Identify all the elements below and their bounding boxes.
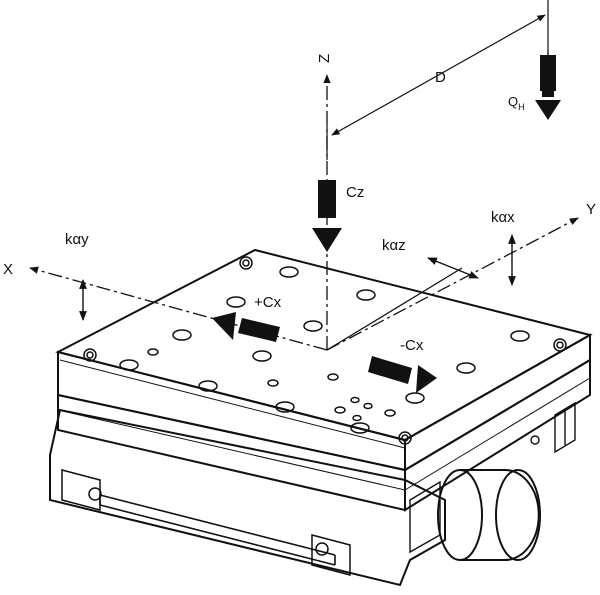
k-alpha-y-label: kαy	[65, 231, 89, 248]
mounting-holes	[83, 256, 567, 445]
plus-cx-label: +Cx	[254, 294, 282, 311]
labels: Z X Y D QH Cz +Cx -Cx kαx kαy kαz	[3, 54, 596, 354]
top-plate-right	[404, 333, 591, 472]
cz-label: Cz	[346, 184, 364, 201]
x-axis-line	[29, 266, 328, 351]
base-rail	[49, 408, 446, 587]
force-arrow-icon	[312, 180, 342, 252]
axes	[29, 0, 579, 351]
load-label: QH	[508, 94, 525, 112]
small-screw-icon	[530, 435, 540, 445]
y-axis-line	[326, 217, 579, 351]
stage-body	[49, 248, 593, 587]
k-alpha-x-label: kαx	[491, 209, 515, 226]
moment-markers	[79, 234, 516, 321]
knob-icon	[437, 469, 541, 561]
force-arrows	[212, 50, 561, 393]
mounting-hole-icon	[398, 431, 412, 445]
force-arrow-icon	[212, 312, 280, 342]
z-axis-label: Z	[316, 54, 333, 63]
distance-label: D	[435, 69, 446, 86]
minus-cx-label: -Cx	[400, 337, 424, 354]
base-slot	[99, 494, 336, 566]
mounting-hole-icon	[556, 341, 564, 349]
load-arrow-icon	[535, 50, 561, 120]
top-plate-front	[57, 350, 406, 472]
mounting-hole-icon	[86, 351, 94, 359]
mounting-hole-icon	[401, 434, 409, 442]
base-screw-left	[88, 487, 102, 501]
base-screw-right	[315, 542, 329, 556]
y-axis-label: Y	[586, 201, 596, 218]
base-end-right	[311, 534, 351, 576]
carriage-right	[404, 358, 591, 512]
k-alpha-z-label: kαz	[382, 237, 406, 254]
mounting-hole-icon	[239, 256, 253, 270]
carriage-front	[57, 393, 406, 512]
distance-dimension	[331, 14, 546, 136]
mounting-hole-icon	[242, 259, 250, 267]
mounting-hole-icon	[553, 338, 567, 352]
force-arrow-icon	[368, 356, 437, 393]
mounting-hole-icon	[83, 348, 97, 362]
side-bracket	[554, 401, 576, 454]
x-axis-label: X	[3, 261, 13, 278]
base-end-left	[61, 469, 101, 511]
